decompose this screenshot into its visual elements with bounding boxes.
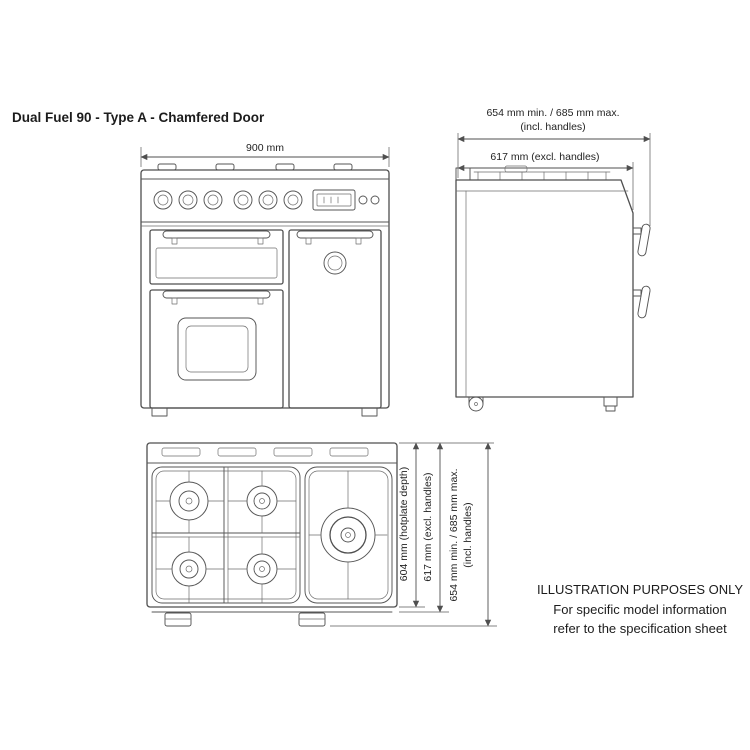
cooker-foot — [361, 407, 378, 417]
hotplate-vent — [161, 447, 201, 457]
hotplate-outline — [146, 442, 398, 608]
grill-door-handle — [162, 230, 271, 239]
plan-dimensions: 604 mm (hotplate depth) 617 mm (excl. ha… — [330, 442, 497, 627]
right-oven-door — [288, 229, 382, 409]
oven-door-handle — [162, 290, 271, 299]
thermostat-dial — [323, 251, 347, 275]
burner-rear-left — [155, 470, 225, 534]
hotplate-vent — [273, 447, 313, 457]
clock-display — [312, 189, 356, 211]
control-knob — [233, 190, 253, 210]
control-knob — [153, 190, 173, 210]
left-grate — [151, 466, 301, 604]
adjustable-leg — [603, 396, 618, 412]
front-width-dimension: 900 mm — [140, 142, 390, 167]
page-title: Dual Fuel 90 - Type A - Chamfered Door — [12, 110, 265, 125]
side-pan-supports — [473, 165, 611, 181]
control-knob — [203, 190, 223, 210]
disclaimer-line-3: refer to the specification sheet — [553, 621, 727, 636]
side-door-handle — [632, 223, 651, 257]
side-door-handle — [632, 285, 651, 319]
side-depth-excl-dimension: 617 mm (excl. handles) — [457, 151, 634, 210]
disclaimer-line-1: ILLUSTRATION PURPOSES ONLY — [537, 582, 743, 597]
panel-button — [358, 195, 368, 205]
plan-depth-incl-label-1: 654 mm min. / 685 mm max. — [448, 468, 460, 601]
front-view: 900 mm — [140, 142, 390, 417]
control-knob — [178, 190, 198, 210]
grill-door — [149, 229, 284, 285]
right-door-handle — [296, 230, 374, 239]
control-knob — [258, 190, 278, 210]
burner-rear-center — [227, 470, 297, 534]
control-panel — [140, 189, 390, 227]
hotplate-vent — [329, 447, 369, 457]
plan-depth-excl-label: 617 mm (excl. handles) — [422, 472, 434, 581]
castor-wheel — [468, 396, 484, 412]
wok-burner — [308, 470, 388, 600]
plan-handle-bracket — [164, 612, 192, 627]
disclaimer-line-2: For specific model information — [553, 602, 726, 617]
hotplate-depth-dimension: 604 mm (hotplate depth) — [398, 442, 425, 608]
side-depth-excl-label: 617 mm (excl. handles) — [490, 151, 599, 163]
pan-support-bumps — [157, 163, 353, 171]
plan-handle-bracket — [298, 612, 326, 627]
side-view: 654 mm min. / 685 mm max. (incl. handles… — [455, 107, 651, 412]
panel-button — [370, 195, 380, 205]
side-depth-incl-label-1: 654 mm min. / 685 mm max. — [486, 107, 619, 119]
cooker-side-drawing — [455, 165, 651, 412]
hotplate-plan-drawing — [146, 442, 398, 627]
plan-depth-excl-dimension: 617 mm (excl. handles) — [399, 442, 449, 613]
burner-front-left — [155, 536, 225, 604]
control-knob — [283, 190, 303, 210]
side-body-outline — [455, 179, 634, 398]
hotplate-depth-label: 604 mm (hotplate depth) — [398, 467, 410, 581]
rear-vents — [161, 447, 369, 457]
plan-depth-incl-dimension: 654 mm min. / 685 mm max. (incl. handles… — [330, 442, 497, 627]
hotplate-vent — [217, 447, 257, 457]
main-oven-door — [149, 289, 284, 409]
disclaimer-note: ILLUSTRATION PURPOSES ONLY For specific … — [537, 582, 743, 636]
plan-depth-incl-label-2: (incl. handles) — [462, 502, 474, 567]
front-width-label: 900 mm — [246, 142, 284, 154]
burner-front-center — [227, 536, 297, 604]
cooker-front-drawing — [140, 163, 390, 417]
plan-view: 604 mm (hotplate depth) 617 mm (excl. ha… — [146, 442, 497, 627]
side-depth-incl-dimension: 654 mm min. / 685 mm max. (incl. handles… — [457, 107, 651, 226]
side-depth-incl-label-2: (incl. handles) — [520, 121, 585, 133]
cooker-foot — [151, 407, 168, 417]
oven-door-window — [177, 317, 257, 381]
